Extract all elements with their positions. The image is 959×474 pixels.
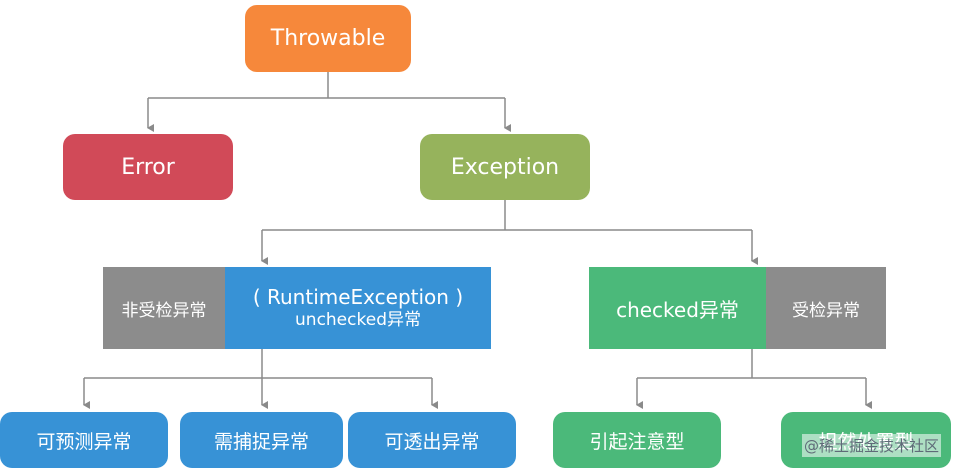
tag-unchecked: 非受检异常: [103, 267, 225, 349]
leaf-predictable: 可预测异常: [0, 412, 168, 468]
node-runtime-exception: ( RuntimeException ) unchecked异常: [225, 267, 491, 349]
node-checked: checked异常: [589, 267, 766, 349]
leaf-catch: 需捕捉异常: [180, 412, 343, 468]
leaf-throw: 可透出异常: [348, 412, 516, 468]
tag-checked: 受检异常: [766, 267, 886, 349]
watermark: @稀土掘金技术社区: [801, 434, 941, 457]
node-exception: Exception: [420, 134, 590, 200]
node-throwable: Throwable: [245, 5, 411, 72]
leaf-attention: 引起注意型: [553, 412, 721, 468]
node-error: Error: [63, 134, 233, 200]
unchecked-label: unchecked异常: [295, 309, 421, 330]
runtime-exception-label: ( RuntimeException ): [252, 284, 464, 309]
